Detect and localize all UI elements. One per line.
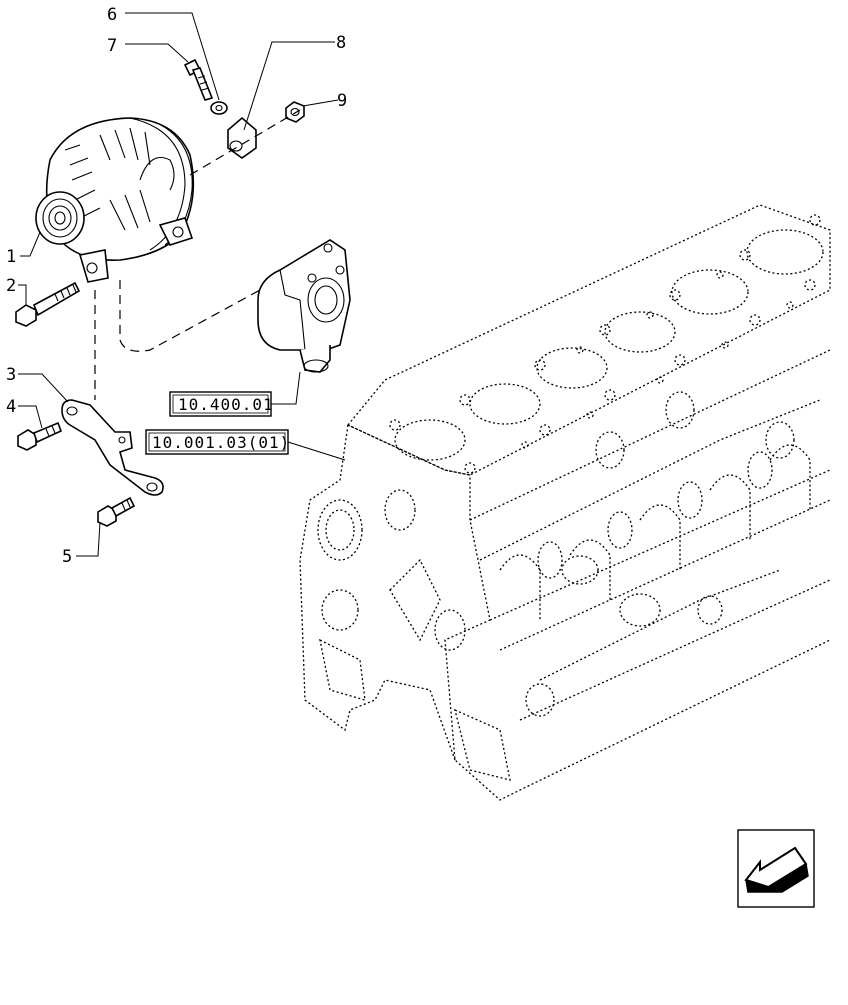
callout-6: 6 bbox=[107, 5, 117, 25]
callout-9: 9 bbox=[337, 91, 347, 111]
bolt-part-2 bbox=[15, 281, 81, 327]
leader-lines bbox=[18, 12, 346, 557]
alternator bbox=[35, 117, 195, 283]
washer-part-6 bbox=[210, 101, 228, 115]
reference-label: 10.400.01 bbox=[178, 395, 274, 414]
engine-block bbox=[299, 204, 831, 801]
bolt-part-7 bbox=[183, 58, 214, 101]
callout-8: 8 bbox=[336, 33, 346, 53]
reference-label: 10.001.03(01) bbox=[152, 433, 290, 452]
callout-3: 3 bbox=[6, 365, 16, 385]
spacer-part-8 bbox=[227, 116, 257, 159]
head-bolt-holes bbox=[389, 214, 821, 474]
reference-10-001-03-01[interactable]: 10.001.03(01) bbox=[145, 429, 290, 455]
callout-4: 4 bbox=[6, 397, 16, 417]
bolt-part-5 bbox=[97, 496, 136, 527]
callout-1: 1 bbox=[6, 247, 16, 267]
callout-5: 5 bbox=[62, 547, 72, 567]
callout-2: 2 bbox=[6, 276, 16, 296]
thermostat-housing bbox=[257, 239, 351, 373]
nut-part-9 bbox=[285, 101, 305, 123]
bolt-part-4 bbox=[17, 421, 63, 451]
bracket-part-3 bbox=[61, 399, 164, 496]
callout-7: 7 bbox=[107, 36, 117, 56]
callout-labels: 6 7 8 9 1 2 3 4 5 bbox=[6, 5, 347, 567]
reference-10-400-01[interactable]: 10.400.01 bbox=[169, 391, 274, 417]
previous-page-arrow-icon[interactable] bbox=[737, 829, 815, 908]
